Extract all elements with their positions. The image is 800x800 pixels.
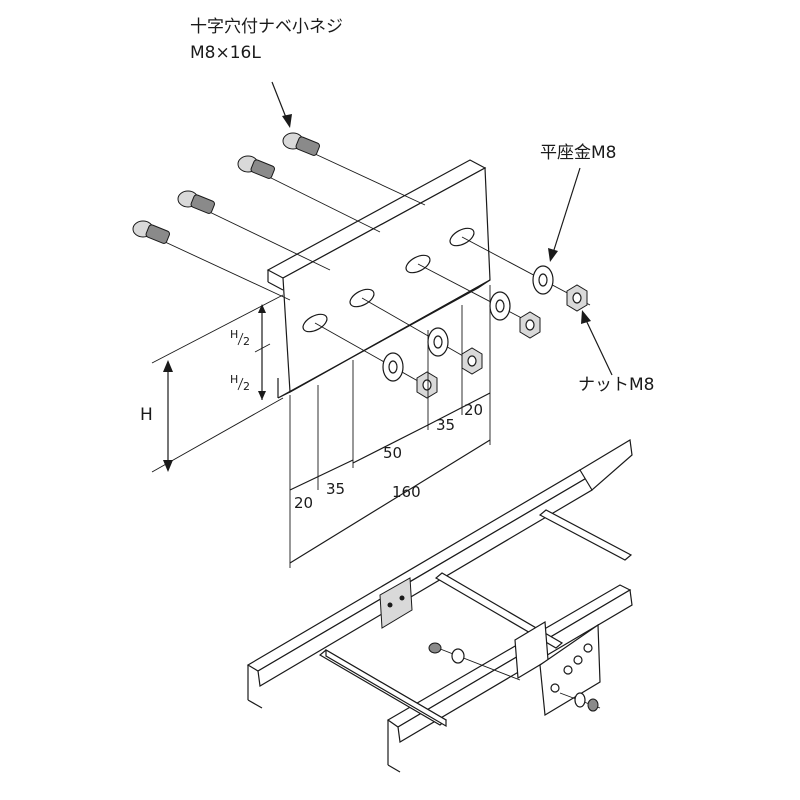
screw bbox=[237, 155, 381, 233]
cable-ladder-assembly bbox=[246, 439, 633, 773]
washer bbox=[489, 291, 511, 321]
svg-text:H: H bbox=[230, 328, 238, 341]
svg-text:2: 2 bbox=[243, 335, 250, 348]
leader-arrows bbox=[271, 81, 613, 376]
nut bbox=[519, 311, 541, 339]
dim-total: 160 bbox=[392, 483, 421, 501]
rung bbox=[318, 648, 448, 728]
dimension-lines bbox=[151, 285, 491, 568]
nut bbox=[461, 347, 483, 375]
half-height-top: H 2 bbox=[230, 328, 250, 348]
nuts bbox=[416, 284, 588, 399]
height-dimension: H bbox=[140, 405, 153, 425]
screw bbox=[177, 190, 331, 271]
washers bbox=[382, 265, 554, 382]
washer bbox=[427, 327, 449, 357]
screw-label-line1: 十字穴付ナベ小ネジ bbox=[190, 17, 343, 37]
svg-text:H: H bbox=[230, 373, 238, 386]
nut bbox=[566, 284, 588, 312]
labels: 十字穴付ナベ小ネジ M8×16L 平座金M8 ナットM8 H H 2 H 2 2… bbox=[140, 17, 654, 512]
half-height-bottom: H 2 bbox=[230, 373, 250, 393]
dim-center: 50 bbox=[383, 444, 402, 462]
splice-plate-back bbox=[379, 577, 413, 629]
screws bbox=[132, 132, 426, 301]
nut-label: ナットM8 bbox=[578, 375, 654, 395]
svg-text:2: 2 bbox=[243, 380, 250, 393]
dim-right-pitch: 35 bbox=[436, 416, 455, 434]
screw bbox=[132, 220, 291, 301]
washer bbox=[532, 265, 554, 295]
washer-label: 平座金M8 bbox=[540, 143, 616, 163]
dim-left-pitch: 35 bbox=[326, 480, 345, 498]
dim-left-edge: 20 bbox=[294, 494, 313, 512]
splice-plate bbox=[266, 159, 491, 399]
rung bbox=[538, 509, 633, 561]
dim-right-edge: 20 bbox=[464, 401, 483, 419]
screw bbox=[282, 132, 426, 206]
washer bbox=[382, 352, 404, 382]
nut bbox=[416, 371, 438, 399]
rung bbox=[434, 572, 564, 649]
screw-label-line2: M8×16L bbox=[190, 43, 261, 63]
